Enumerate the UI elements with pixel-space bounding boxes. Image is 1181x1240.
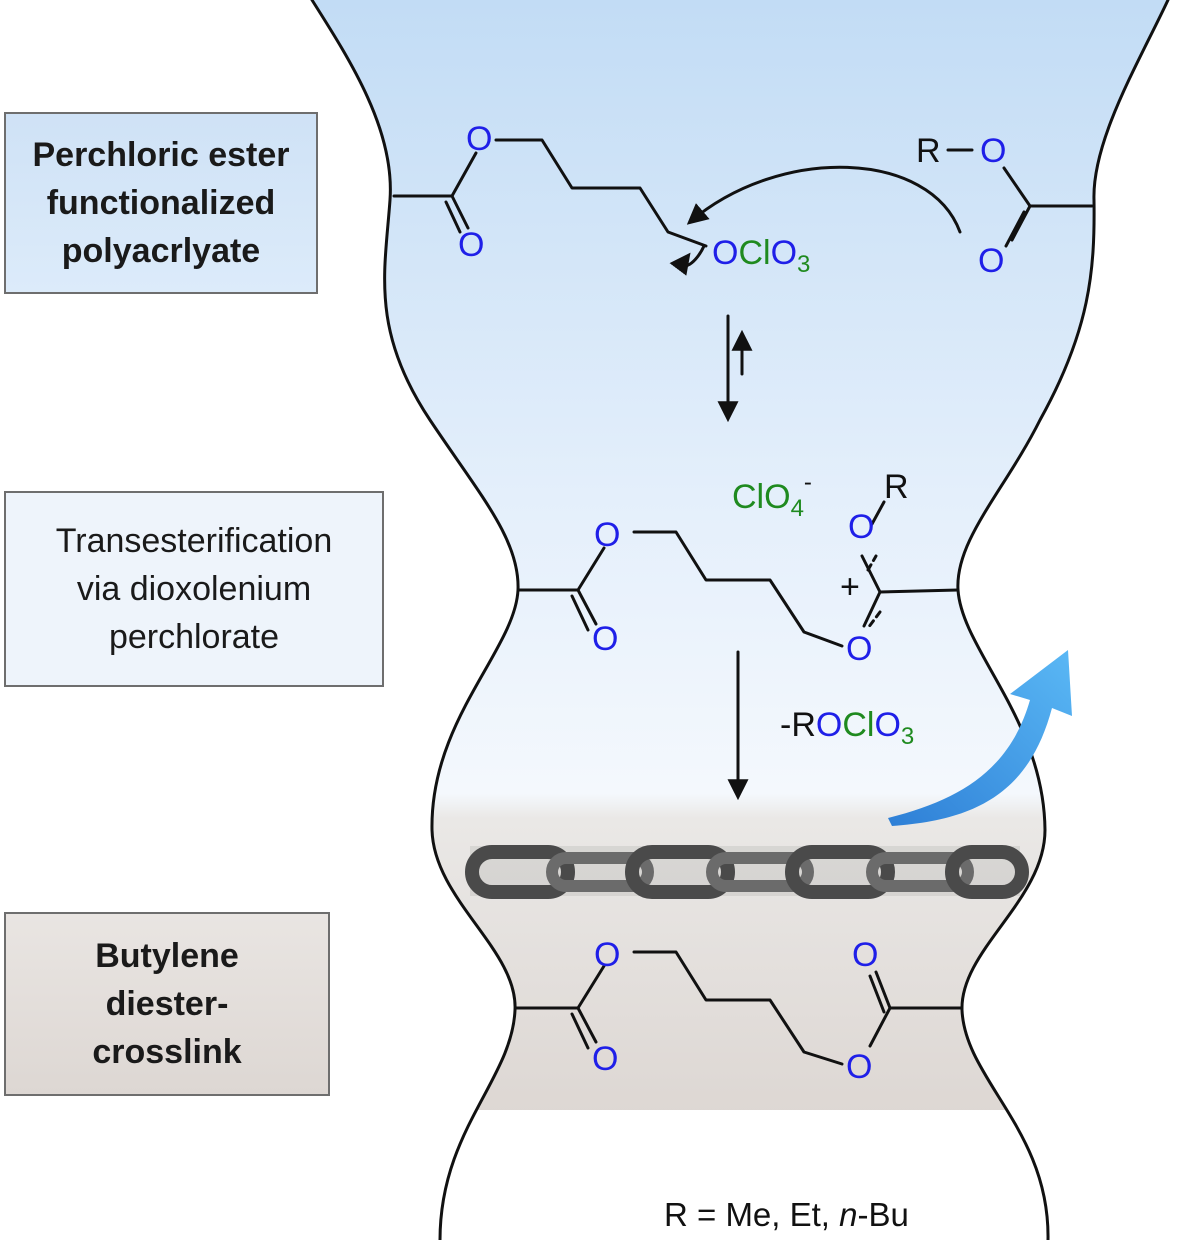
exit-arrow-icon xyxy=(888,650,1072,826)
svg-text:ClO4-: ClO4- xyxy=(732,469,812,522)
step-label-perchloric-ester: Perchloric ester functionalized polyacrl… xyxy=(4,112,318,294)
atom-oxygen: O xyxy=(594,516,620,554)
chain-icon xyxy=(465,845,1029,899)
nucleophilic-attack-arrow xyxy=(686,165,962,234)
label-line: Perchloric ester xyxy=(32,136,290,174)
atom-oxygen: O xyxy=(848,508,874,546)
label-line: diester- xyxy=(105,985,229,1023)
atom-oxygen: O xyxy=(466,120,492,158)
label-line: via dioxolenium xyxy=(76,570,312,608)
label-line: crosslink xyxy=(92,1033,242,1071)
leaving-group-arrow xyxy=(669,244,706,276)
label-line: Transesterification xyxy=(55,522,333,560)
atom-oxygen: O xyxy=(592,1040,618,1078)
legend-italic: n xyxy=(839,1196,858,1233)
molecule-top-left xyxy=(392,138,708,248)
label-line: perchlorate xyxy=(108,618,280,656)
equilibrium-arrows-icon xyxy=(717,314,753,423)
step-label-transesterification: Transesterification via dioxolenium perc… xyxy=(4,491,384,687)
atom-oxygen: O xyxy=(458,226,484,264)
atom-oxygen: O xyxy=(980,132,1006,170)
positive-charge: + xyxy=(840,568,860,606)
molecule-crosslink xyxy=(514,950,964,1066)
r-group-legend: R = Me, Et, n-Bu xyxy=(664,1196,909,1234)
atom-oxygen: O xyxy=(594,936,620,974)
svg-text:OClO3: OClO3 xyxy=(712,234,810,278)
vase-outline xyxy=(310,0,520,1240)
vase-outline-right xyxy=(956,0,1170,1240)
legend-text: -Bu xyxy=(857,1196,909,1233)
label-line: polyacrlyate xyxy=(61,232,261,270)
perchlorate-ester-group: OClO3 xyxy=(712,234,810,278)
molecule-middle xyxy=(516,500,960,648)
atom-r: R xyxy=(916,132,941,170)
atom-oxygen: O xyxy=(846,630,872,668)
atom-oxygen: O xyxy=(592,620,618,658)
atom-r: R xyxy=(884,468,909,506)
atom-oxygen: O xyxy=(852,936,878,974)
molecule-top-right xyxy=(946,148,1094,248)
label-line: Butylene xyxy=(95,937,239,975)
legend-text: R = Me, Et, xyxy=(664,1196,840,1233)
step-label-butylene-crosslink: Butylene diester- crosslink xyxy=(4,912,330,1096)
perchlorate-anion: ClO4- xyxy=(732,469,812,522)
atom-oxygen: O xyxy=(978,242,1004,280)
svg-text:-ROClO3: -ROClO3 xyxy=(780,706,914,750)
label-line: functionalized xyxy=(46,184,276,222)
byproduct-label: -ROClO3 xyxy=(780,706,914,750)
atom-oxygen: O xyxy=(846,1048,872,1086)
